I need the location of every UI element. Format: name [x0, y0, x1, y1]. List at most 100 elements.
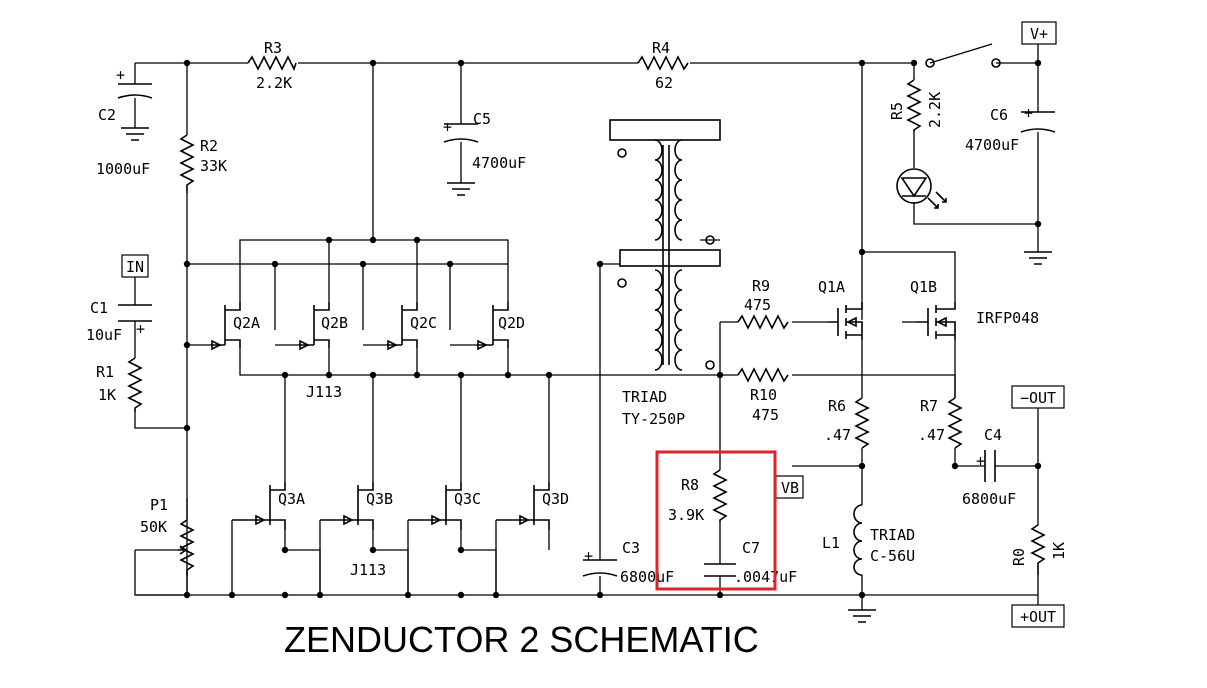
ground-icon [121, 127, 149, 141]
c6-ref: C6 [990, 106, 1008, 124]
polarity-marks: + + + + + + [116, 66, 1033, 565]
q1a-ref: Q1A [818, 278, 845, 296]
c3-value: 6800uF [620, 568, 674, 586]
p1-symbol [179, 519, 195, 576]
transformer-ty250p [609, 119, 721, 371]
r10-ref: R10 [750, 386, 777, 404]
r4-ref: R4 [652, 39, 670, 57]
q1a-mosfet-symbol [828, 302, 863, 340]
l1-value-1: TRIAD [870, 526, 915, 544]
l1-inductor-symbol [853, 504, 863, 576]
q3a-jfet-symbol [232, 482, 286, 530]
q3a-ref: Q3A [278, 490, 305, 508]
highlight-box [655, 450, 777, 591]
c5-ref: C5 [473, 110, 491, 128]
c6-symbol [1020, 111, 1056, 133]
c2-symbol [117, 83, 153, 99]
r1-ref: R1 [96, 363, 114, 381]
vplus-port-box [1021, 21, 1057, 45]
capacitors [117, 83, 1056, 577]
c1-value: 10uF [86, 326, 122, 344]
r7-symbol [947, 397, 963, 449]
svg-text:+: + [1024, 104, 1033, 122]
svg-text:+: + [584, 547, 593, 565]
r3-ref: R3 [264, 39, 282, 57]
resistors [127, 55, 1046, 576]
p1-wiper-arrow [178, 545, 188, 555]
led [896, 168, 947, 209]
l1-value-2: C-56U [870, 547, 915, 565]
ground-icon [447, 182, 475, 196]
svg-text:+: + [443, 118, 452, 136]
q2a-ref: Q2A [233, 314, 260, 332]
r4-value: 62 [655, 74, 673, 92]
jfet-transistors [211, 302, 550, 530]
q2c-ref: Q2C [410, 314, 437, 332]
ground-icon [1024, 251, 1052, 265]
q1b-mosfet-symbol [916, 302, 956, 340]
plus-out-port-label: +OUT [1020, 608, 1056, 626]
q3d-ref: Q3D [542, 490, 569, 508]
c6-value: 4700uF [965, 136, 1019, 154]
transformer-primary-coil [654, 139, 663, 371]
c7-symbol [704, 563, 736, 577]
mosfet-transistors [828, 302, 956, 340]
r6-symbol [854, 397, 870, 449]
q2a-jfet-symbol [211, 302, 241, 351]
q2c-jfet-symbol [387, 302, 418, 351]
led-diode-icon [900, 177, 928, 198]
led-light-arrows-icon [927, 191, 947, 209]
r9-symbol [737, 314, 789, 330]
r0-ref: R0 [1010, 548, 1028, 566]
c3-symbol [582, 559, 618, 577]
r4-symbol [637, 55, 689, 71]
r9-value: 475 [744, 296, 771, 314]
r6-ref: R6 [828, 397, 846, 415]
r3-value: 2.2K [256, 74, 292, 92]
q1-part: IRFP048 [976, 309, 1039, 327]
plus-out-port-box [1011, 604, 1065, 628]
c2-ref: C2 [98, 106, 116, 124]
minus-out-port-label: −OUT [1020, 389, 1056, 407]
r0-symbol [1030, 524, 1046, 575]
p1-value: 50K [140, 518, 167, 536]
c3-ref: C3 [622, 539, 640, 557]
l1-ref: L1 [822, 534, 840, 552]
q2b-ref: Q2B [321, 314, 348, 332]
r7-value: .47 [918, 426, 945, 444]
q3b-ref: Q3B [366, 490, 393, 508]
ground-icon [848, 609, 876, 623]
r3-symbol [247, 55, 297, 72]
c1-symbol [118, 304, 152, 322]
q3c-jfet-symbol [408, 482, 462, 530]
transformer-label-1: TRIAD [622, 388, 667, 406]
r8-ref: R8 [681, 476, 699, 494]
svg-text:+: + [976, 452, 985, 470]
q3-part: J113 [350, 561, 386, 579]
q2d-ref: Q2D [498, 314, 525, 332]
q2b-jfet-symbol [299, 302, 330, 351]
c7-ref: C7 [742, 539, 760, 557]
vb-port-label: VB [781, 479, 799, 497]
r1-symbol [127, 357, 143, 412]
c4-value: 6800uF [962, 490, 1016, 508]
r10-symbol [737, 367, 789, 383]
c5-value: 4700uF [472, 154, 526, 172]
c4-symbol [984, 450, 996, 482]
q3d-jfet-symbol [496, 482, 550, 530]
minus-out-port-box [1011, 385, 1065, 409]
c1-ref: C1 [90, 299, 108, 317]
transformer-secondary-coil [674, 139, 683, 371]
schematic-title: ZENDUCTOR 2 SCHEMATIC [284, 619, 759, 660]
r8-symbol [712, 469, 728, 522]
r9-ref: R9 [752, 277, 770, 295]
c7-value: .0047uF [734, 568, 797, 586]
vplus-port-label: V+ [1030, 25, 1048, 43]
svg-text:+: + [136, 320, 145, 338]
q2-part: J113 [306, 383, 342, 401]
svg-text:+: + [116, 66, 125, 84]
r2-ref: R2 [200, 137, 218, 155]
r10-value: 475 [752, 406, 779, 424]
r7-ref: R7 [920, 397, 938, 415]
